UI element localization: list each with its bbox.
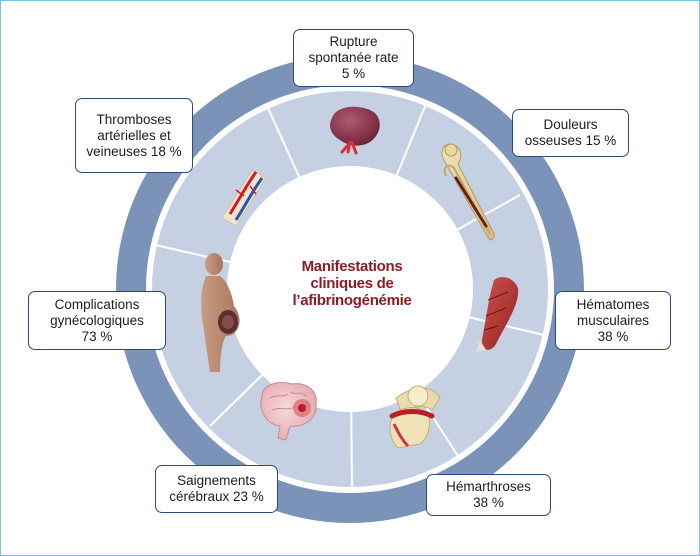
callout-hematomes: Hématomes musculaires 38 %	[555, 291, 671, 350]
callout-complications-line-2: gynécologiques	[50, 312, 144, 328]
callout-saignements-line-2: cérébraux 23 %	[169, 489, 264, 504]
callout-thromboses-line-2: artérielles et	[97, 127, 171, 143]
callout-rupture-line-3: 5 %	[341, 66, 366, 81]
center-title: Manifestations cliniques de l’afibrinogé…	[282, 258, 422, 309]
callout-complications: Complications gynécologiques 73 %	[28, 291, 166, 350]
callout-hematomes-line-3: 38 %	[597, 328, 629, 344]
brain-icon	[260, 382, 317, 441]
callout-hematomes-line-1: Hématomes	[576, 296, 650, 312]
muscle-icon	[476, 277, 519, 352]
center-title-line-1: Manifestations	[301, 258, 403, 275]
callout-rupture-line-2: spontanée rate	[308, 50, 399, 65]
callout-douleurs-line-2: osseuses 15 %	[524, 133, 617, 148]
blood-vessels-icon	[221, 169, 267, 227]
callout-saignements: Saignements cérébraux 23 %	[155, 465, 278, 513]
pregnant-woman-icon	[201, 253, 240, 372]
callout-rupture: Rupture spontanée rate 5 %	[293, 29, 414, 87]
callout-thromboses-line-3: veineuses 18 %	[86, 143, 182, 159]
callout-complications-line-1: Complications	[54, 296, 140, 312]
callout-douleurs: Douleurs osseuses 15 %	[512, 109, 629, 157]
center-circle	[227, 166, 473, 412]
callout-douleurs-line-1: Douleurs	[543, 117, 598, 132]
spleen-icon	[330, 106, 380, 155]
knee-joint-icon	[389, 385, 441, 449]
callout-hemarthroses-line-2: 38 %	[473, 495, 504, 510]
bone-icon	[441, 143, 495, 241]
callout-hemarthroses-line-1: Hémarthroses	[446, 479, 531, 494]
callout-thromboses: Thromboses artérielles et veineuses 18 %	[75, 98, 193, 173]
center-title-line-3: l’afibrinogénémie	[292, 292, 412, 309]
callout-saignements-line-1: Saignements	[177, 473, 256, 488]
callout-hematomes-line-2: musculaires	[576, 312, 650, 328]
center-title-line-2: cliniques de	[310, 275, 394, 292]
callout-rupture-line-1: Rupture	[329, 34, 378, 49]
callout-complications-line-3: 73 %	[81, 328, 113, 344]
callout-hemarthroses: Hémarthroses 38 %	[426, 474, 551, 516]
callout-thromboses-line-1: Thromboses	[96, 111, 172, 127]
